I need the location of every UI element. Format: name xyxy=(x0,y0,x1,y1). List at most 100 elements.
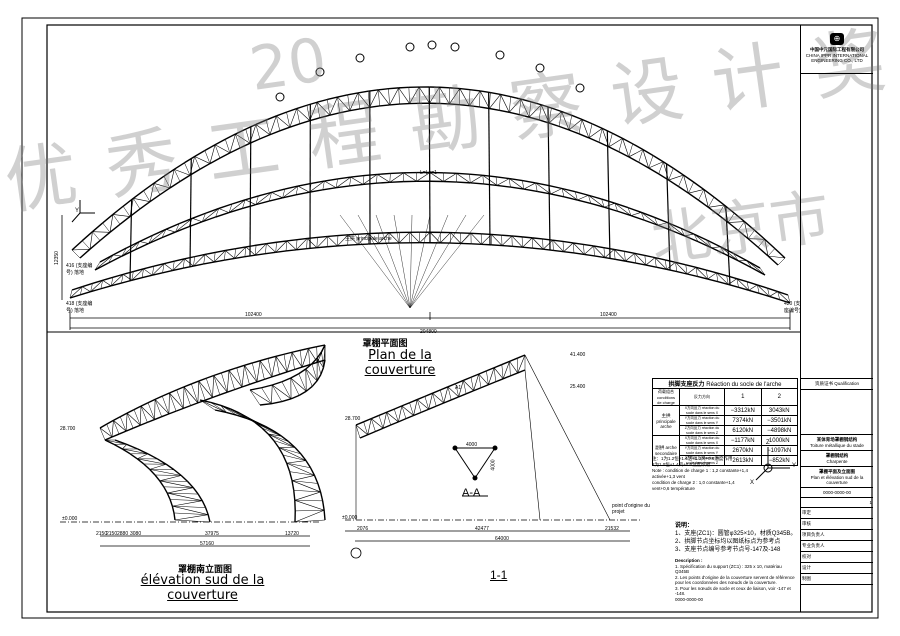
truss-vertical xyxy=(698,189,705,201)
node-bubble xyxy=(275,92,285,102)
truss-chord xyxy=(703,188,715,198)
truss-diagonal xyxy=(350,176,364,185)
notes-title-fr: Description : xyxy=(675,558,703,563)
truss-diagonal xyxy=(357,233,369,245)
truss-chord xyxy=(548,122,560,128)
truss-vertical xyxy=(654,217,659,226)
note-cn: 2、拱脚节点坐标均以图纸标点为参考点 xyxy=(675,539,781,545)
truss-diagonal xyxy=(496,178,510,186)
truss-diagonal xyxy=(183,386,199,404)
truss-chord xyxy=(573,242,584,246)
truss-chord xyxy=(169,389,177,394)
truss-vertical xyxy=(708,196,715,208)
sec-level-left: 28.700 xyxy=(345,416,361,422)
truss-chord xyxy=(317,483,322,493)
truss-diagonal xyxy=(269,115,277,135)
truss-diagonal xyxy=(347,234,359,245)
truss-diagonal xyxy=(388,232,400,244)
outer-border xyxy=(21,17,879,619)
truss-chord xyxy=(728,283,739,288)
value-2: −852kN xyxy=(760,455,798,466)
truss-chord xyxy=(603,246,615,251)
truss-chord xyxy=(122,270,134,276)
truss-chord xyxy=(199,399,211,404)
truss-vertical xyxy=(695,267,698,277)
truss-chord xyxy=(680,227,695,235)
truss-chord xyxy=(226,388,235,393)
truss-vertical xyxy=(499,94,501,111)
truss-vertical xyxy=(275,356,280,375)
truss-rib xyxy=(249,126,252,256)
truss-chord xyxy=(228,367,237,371)
truss-diagonal xyxy=(192,218,203,223)
truss-vertical xyxy=(658,161,664,174)
truss-chord xyxy=(192,487,199,495)
truss-chord xyxy=(393,405,403,410)
truss-chord xyxy=(662,161,674,169)
truss-chord xyxy=(337,94,348,98)
truss-diagonal xyxy=(683,174,689,194)
truss-diagonal xyxy=(522,237,533,248)
truss-chord xyxy=(281,435,290,443)
sec-origin-note: point d'origine du projet xyxy=(612,503,650,515)
truss-chord xyxy=(563,196,578,201)
truss-vertical xyxy=(69,289,73,299)
truss-diagonal xyxy=(244,365,258,383)
truss-chord xyxy=(235,128,247,135)
truss-diagonal xyxy=(255,124,271,135)
truss-diagonal xyxy=(409,86,420,104)
truss-chord xyxy=(670,229,685,237)
truss-chord xyxy=(201,500,207,508)
truss-chord xyxy=(707,206,719,216)
truss-diagonal xyxy=(378,232,390,244)
truss-chord xyxy=(615,258,626,262)
truss-chord xyxy=(459,87,471,91)
truss-chord xyxy=(191,380,200,385)
truss-vertical xyxy=(311,363,318,381)
truss-diagonal xyxy=(463,380,474,391)
truss-diagonal xyxy=(389,87,399,106)
truss-vertical xyxy=(578,119,583,134)
truss-chord xyxy=(244,254,256,258)
truss-chord xyxy=(456,181,471,184)
section-dimension-lines xyxy=(345,519,640,559)
truss-diagonal xyxy=(199,399,227,413)
truss-vertical xyxy=(289,471,315,476)
truss-vertical xyxy=(293,490,321,493)
truss-chord xyxy=(80,291,91,296)
truss-chord xyxy=(698,199,709,208)
truss-vertical xyxy=(282,189,286,198)
truss-chord xyxy=(290,373,300,379)
truss-chord xyxy=(627,206,642,213)
truss-chord xyxy=(140,421,148,426)
truss-chord xyxy=(634,252,645,257)
truss-vertical xyxy=(603,247,606,258)
truss-chord xyxy=(737,229,749,240)
value-2: 3043kN xyxy=(760,405,798,416)
truss-chord xyxy=(563,250,575,254)
truss-chord xyxy=(558,125,570,131)
truss-diagonal xyxy=(111,420,114,438)
truss-diagonal xyxy=(502,361,510,379)
elev-caption-fr: élévation sud de la couverture xyxy=(140,573,265,603)
general-notes: 说明： 1、支座(ZC1)：圆管φ325×10，材质Q345B。 2、拱脚节点坐… xyxy=(675,522,797,602)
truss-diagonal xyxy=(458,380,464,397)
truss-vertical xyxy=(162,263,165,273)
radial-line xyxy=(357,214,411,309)
truss-chord xyxy=(378,88,389,91)
truss-chord xyxy=(720,246,734,255)
truss-diagonal xyxy=(509,361,518,374)
truss-vertical xyxy=(509,361,511,376)
truss-diagonal xyxy=(708,204,725,208)
truss-chord xyxy=(520,98,532,103)
truss-vertical xyxy=(290,377,300,396)
truss-chord xyxy=(294,447,302,455)
truss-diagonal xyxy=(369,89,379,108)
truss-diagonal xyxy=(143,268,153,276)
truss-diagonal xyxy=(286,460,307,464)
plan-dim-right: 102400 xyxy=(600,312,617,318)
truss-diagonal xyxy=(289,108,298,128)
truss-diagonal xyxy=(282,185,299,199)
truss-chord xyxy=(378,411,387,417)
truss-diagonal xyxy=(548,111,562,124)
